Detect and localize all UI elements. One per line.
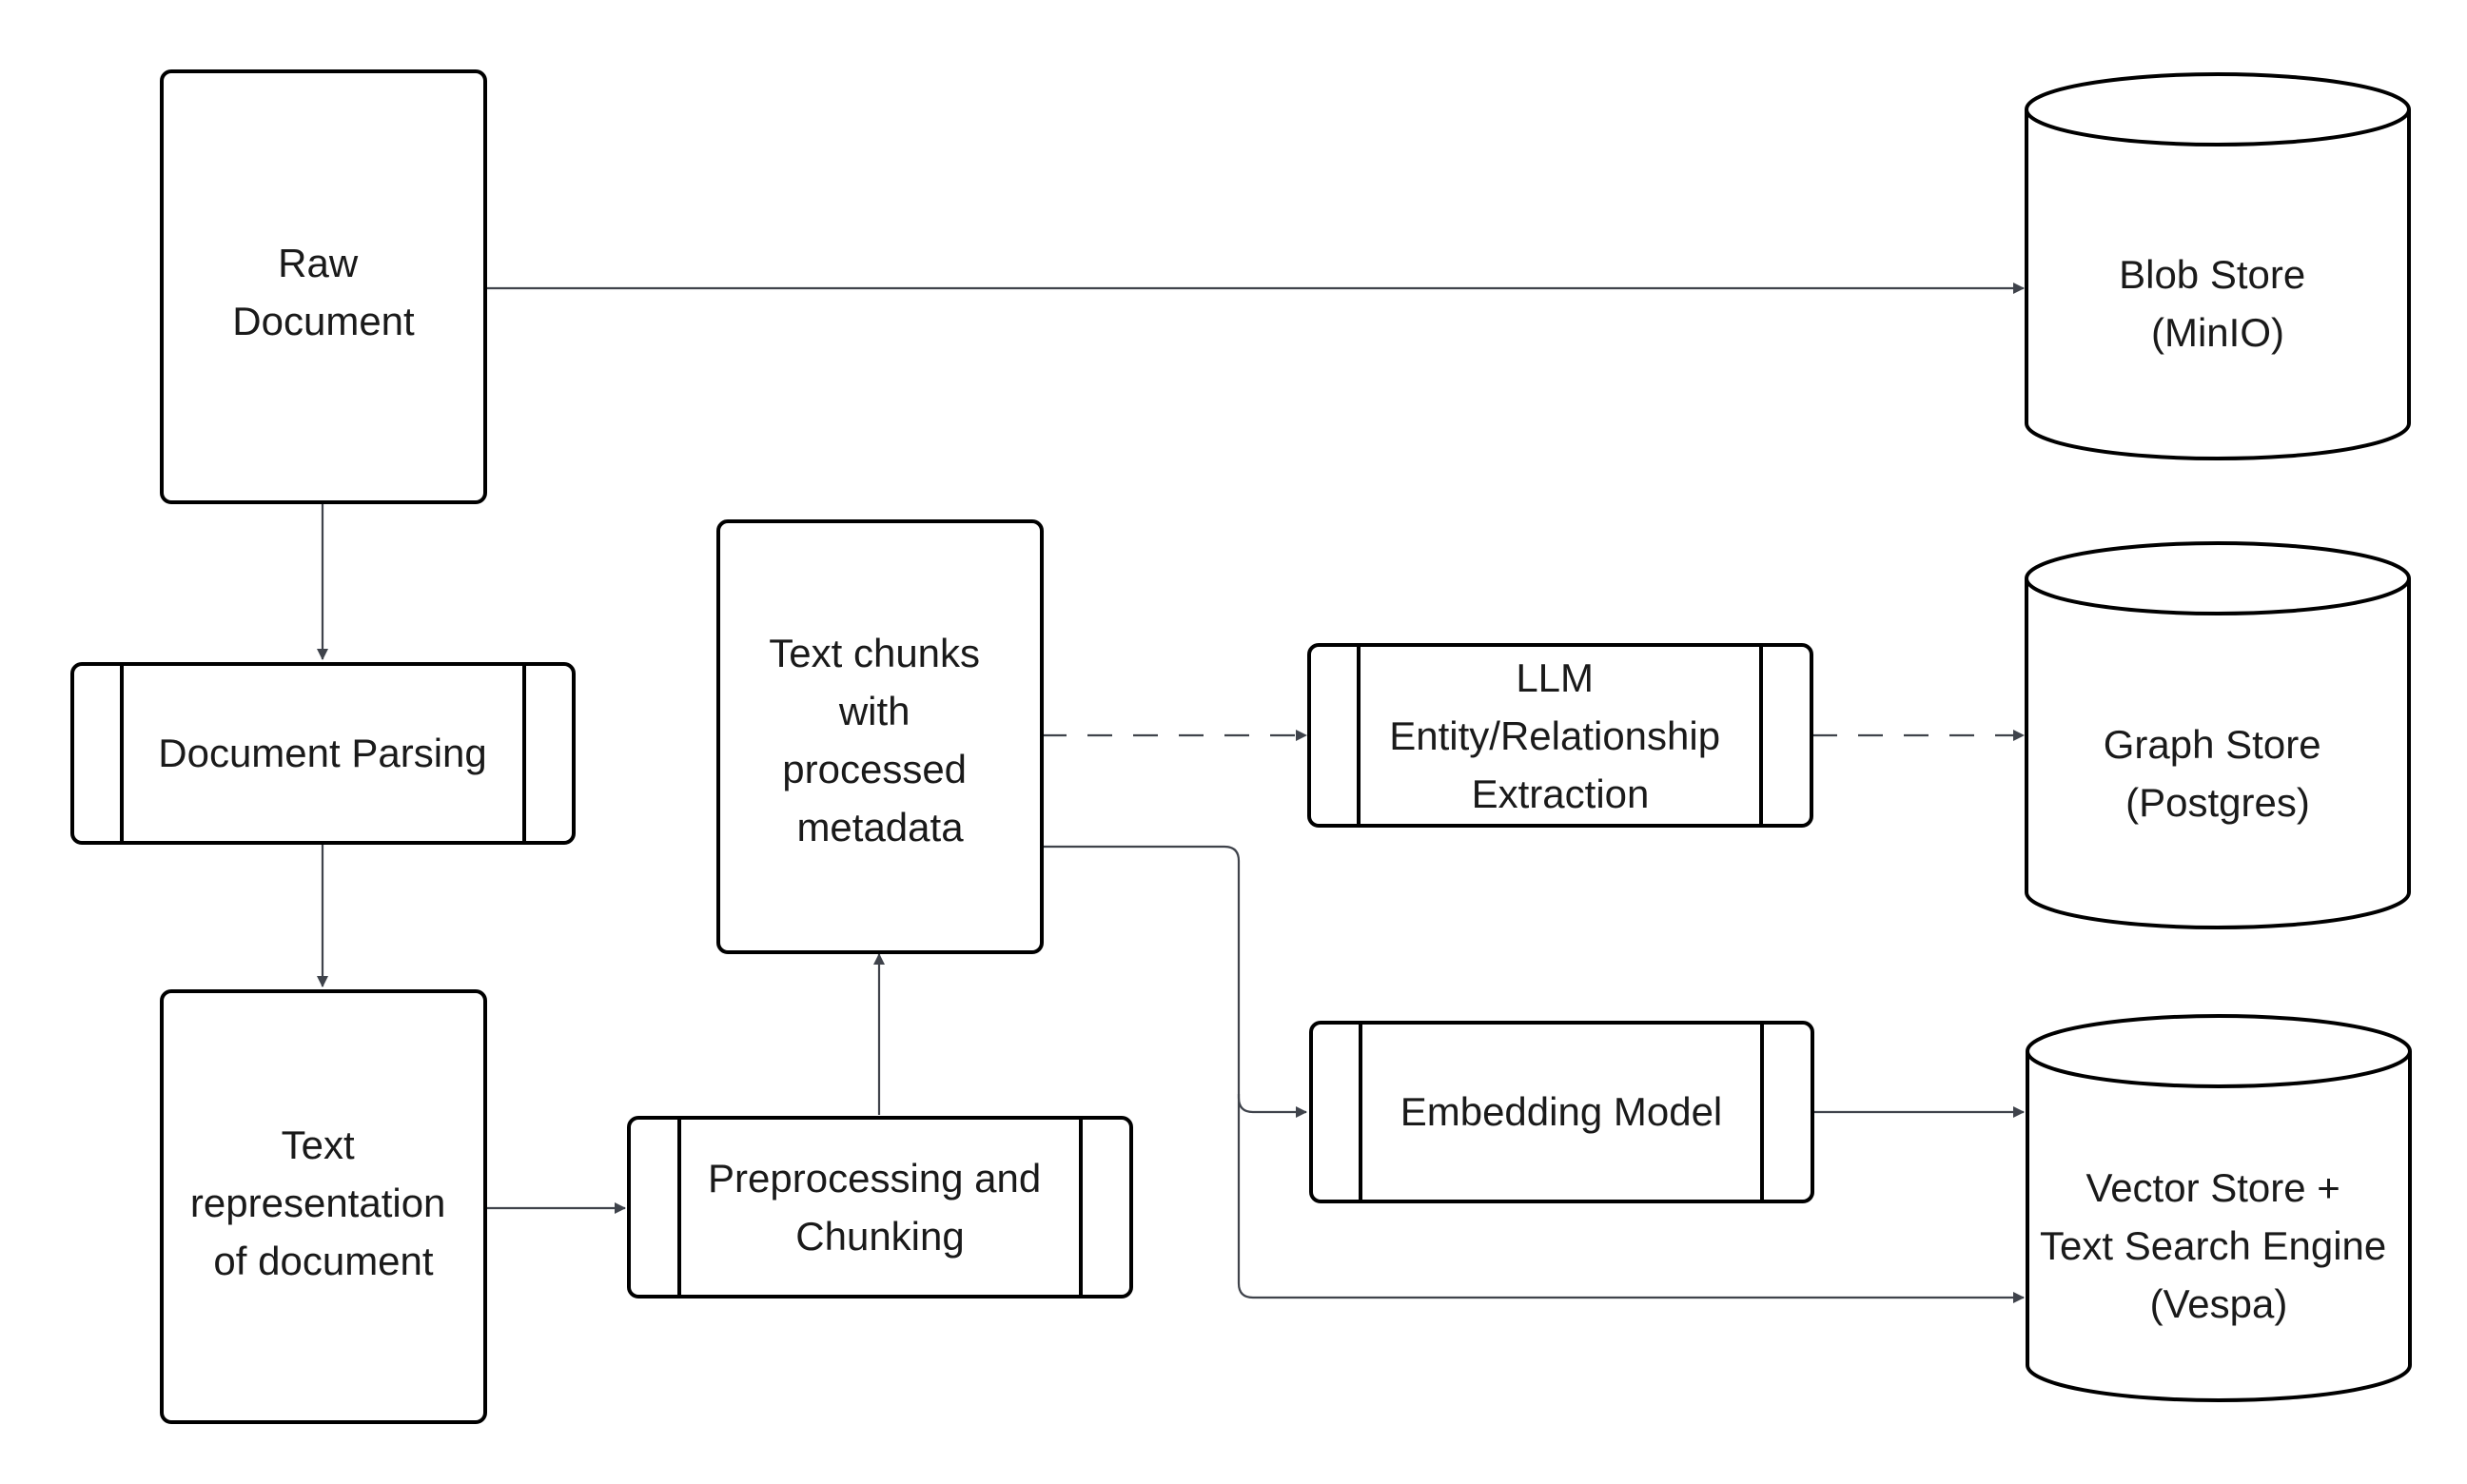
edge-chunks-to-embedding <box>1042 845 1307 1118</box>
svg-text:Blob Store (MinIO): Blob Store (MinIO) <box>2119 252 2317 355</box>
edges <box>317 283 2025 1303</box>
node-preprocessing-chunking: Preprocessing and Chunking <box>627 1116 1133 1298</box>
node-label-line: Graph Store <box>2104 722 2321 767</box>
svg-text:Preprocessing and Chunki: Preprocessing and Chunking <box>708 1156 1052 1259</box>
svg-text:Text chunks with p: Text chunks with processed metadata <box>769 631 990 849</box>
node-label-line: Text chunks <box>769 631 980 675</box>
svg-text:Graph Store (Postgres): Graph Store (Postgres) <box>2104 722 2332 825</box>
node-label-line: Preprocessing and <box>708 1156 1041 1201</box>
node-label-line: with <box>838 689 910 733</box>
node-label-line: Embedding Model <box>1400 1089 1723 1134</box>
node-vector-store: Vector Store + Text Search Engine (Vespa… <box>2026 1014 2412 1402</box>
svg-text:Embedding Model: Embedding Model <box>1400 1089 1723 1134</box>
node-llm-extraction: LLM Entity/Relationship Extraction <box>1307 643 1813 828</box>
node-label-line: representation <box>190 1181 446 1225</box>
node-graph-store: Graph Store (Postgres) <box>2025 541 2411 929</box>
node-label-line: Entity/Relationship <box>1389 713 1720 758</box>
node-text-chunks: Text chunks with processed metadata <box>716 519 1044 954</box>
node-text-representation: Text representation of document <box>160 989 487 1424</box>
node-label-line: (Postgres) <box>2125 780 2310 825</box>
node-label-line: of document <box>213 1239 433 1283</box>
node-embedding-model: Embedding Model <box>1309 1021 1814 1203</box>
node-label-line: Extraction <box>1472 771 1650 816</box>
node-raw-document: Raw Document <box>160 69 487 504</box>
node-label-line: Vector Store + <box>2086 1165 2340 1210</box>
node-label-line: Text <box>282 1123 355 1167</box>
svg-text:Document Parsing: Document Parsing <box>158 731 487 775</box>
node-label-line: processed <box>782 747 967 791</box>
node-label-line: Raw <box>278 241 359 285</box>
svg-text:LLM Entity/Relationship: LLM Entity/Relationship Extraction <box>1389 655 1732 816</box>
edge-chunks-to-vector <box>1237 1094 2025 1303</box>
node-label-line: LLM <box>1516 655 1594 700</box>
node-blob-store: Blob Store (MinIO) <box>2025 72 2411 460</box>
node-label-line: metadata <box>796 805 964 849</box>
node-label-line: (Vespa) <box>2150 1281 2288 1326</box>
node-label-line: (MinIO) <box>2151 310 2284 355</box>
node-label-line: Chunking <box>795 1214 964 1259</box>
node-label-line: Blob Store <box>2119 252 2305 297</box>
svg-text:Text representation: Text representation of document <box>190 1123 457 1283</box>
node-label-line: Document Parsing <box>158 731 487 775</box>
svg-text:Raw Document: Raw Document <box>232 241 415 343</box>
node-label-line: Document <box>232 299 415 343</box>
node-label-line: Text Search Engine <box>2040 1223 2386 1268</box>
node-document-parsing: Document Parsing <box>70 662 576 845</box>
svg-text:Vector Store + Text Sear: Vector Store + Text Search Engine (Vespa… <box>2040 1165 2398 1326</box>
